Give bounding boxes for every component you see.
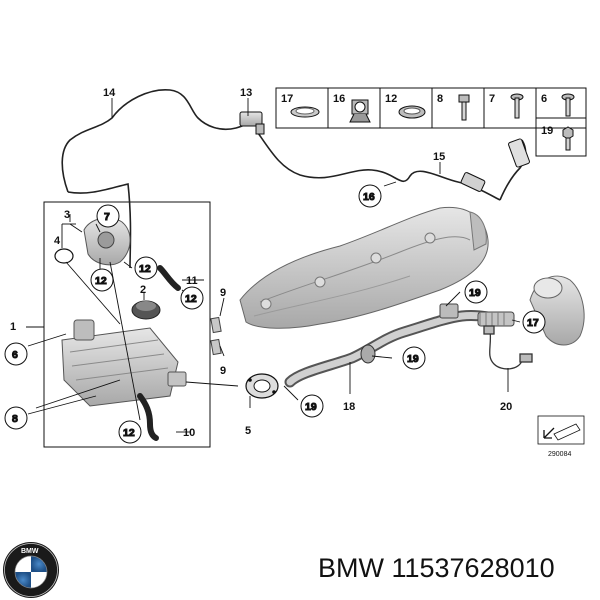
table-label-17: 17 xyxy=(281,93,293,105)
callout-circle-8: 8 xyxy=(4,406,28,430)
part-number-caption: BMW 11537628010 xyxy=(318,553,555,583)
callout-20: 20 xyxy=(500,401,512,413)
table-label-16: 16 xyxy=(333,93,345,105)
callout-circle-12-c: 12 xyxy=(180,286,204,310)
callout-14: 14 xyxy=(103,87,116,99)
table-label-7: 7 xyxy=(489,93,495,105)
table-label-19: 19 xyxy=(541,125,553,137)
svg-text:12: 12 xyxy=(95,275,107,287)
gasket-icon xyxy=(245,373,279,399)
table-label-6: 6 xyxy=(541,93,547,105)
callout-circle-7: 7 xyxy=(96,204,120,228)
sensor-13-icon xyxy=(239,111,265,135)
parts-table xyxy=(275,87,587,157)
callout-circle-6: 6 xyxy=(4,342,28,366)
parts-table-items: 17 16 12 8 7 6 19 xyxy=(281,93,575,151)
callout-9-top: 9 xyxy=(220,287,226,299)
callout-4: 4 xyxy=(54,235,61,247)
callout-circle-19-a: 19 xyxy=(464,280,488,304)
callout-circle-19-b: 19 xyxy=(402,346,426,370)
o-ring-icon xyxy=(54,248,74,264)
screw-icon xyxy=(561,93,575,117)
spring-clamp-icon xyxy=(398,105,426,119)
studs-icon xyxy=(210,316,222,356)
bmw-logo-icon: BMW xyxy=(3,542,59,598)
temperature-sensor-icon xyxy=(483,325,533,370)
callout-circle-12-d: 12 xyxy=(118,420,142,444)
callout-13: 13 xyxy=(240,87,252,99)
egr-assembly-group-frame xyxy=(26,201,211,448)
callout-3: 3 xyxy=(64,209,70,221)
svg-text:19: 19 xyxy=(407,353,419,365)
hose-clamp-icon xyxy=(290,106,320,118)
svg-text:8: 8 xyxy=(12,413,18,425)
svg-text:19: 19 xyxy=(305,401,317,413)
table-label-12: 12 xyxy=(385,93,397,105)
coolant-hose-icon xyxy=(137,265,181,441)
callout-circle-19-c: 19 xyxy=(300,394,324,418)
svg-text:7: 7 xyxy=(104,211,110,223)
circled-callouts: 7 12 12 12 6 8 12 16 19 17 19 19 xyxy=(4,184,546,444)
plain-callouts: 14 13 15 3 4 2 11 9 9 1 10 5 18 20 xyxy=(10,87,512,439)
vacuum-unit-icon xyxy=(131,300,161,320)
pipe-holder-icon xyxy=(349,99,371,123)
callout-circle-17: 17 xyxy=(522,310,546,334)
svg-text:12: 12 xyxy=(139,263,151,275)
svg-text:BMW: BMW xyxy=(21,548,39,555)
reference-number: 290084 xyxy=(548,451,571,458)
callout-2: 2 xyxy=(140,284,146,296)
callout-circle-12-a: 12 xyxy=(90,268,114,292)
svg-text:12: 12 xyxy=(185,293,197,305)
callout-circle-16: 16 xyxy=(358,184,382,208)
callout-11: 11 xyxy=(186,275,198,287)
callout-1: 1 xyxy=(10,321,16,333)
svg-text:6: 6 xyxy=(12,349,18,361)
callout-circle-12-b: 12 xyxy=(134,256,158,280)
callout-9-bottom: 9 xyxy=(220,365,226,377)
svg-text:19: 19 xyxy=(469,287,481,299)
callout-10: 10 xyxy=(183,427,195,439)
callout-5: 5 xyxy=(245,425,251,437)
table-label-8: 8 xyxy=(437,93,443,105)
nut-bolt-icon xyxy=(562,126,574,151)
svg-text:12: 12 xyxy=(123,427,135,439)
torx-bolt-icon xyxy=(510,93,524,119)
callout-15: 15 xyxy=(433,151,445,163)
svg-text:16: 16 xyxy=(363,191,375,203)
harness-connector-icon xyxy=(460,138,530,192)
throttle-pipe-icon xyxy=(529,275,585,346)
egr-cooler-icon xyxy=(61,319,187,407)
egr-pipe-icon xyxy=(284,303,515,388)
reference-box: 290084 xyxy=(537,415,585,458)
intake-manifold-icon xyxy=(239,206,489,329)
svg-text:17: 17 xyxy=(527,317,539,329)
callout-18: 18 xyxy=(343,401,355,413)
hex-bolt-icon xyxy=(458,94,470,121)
